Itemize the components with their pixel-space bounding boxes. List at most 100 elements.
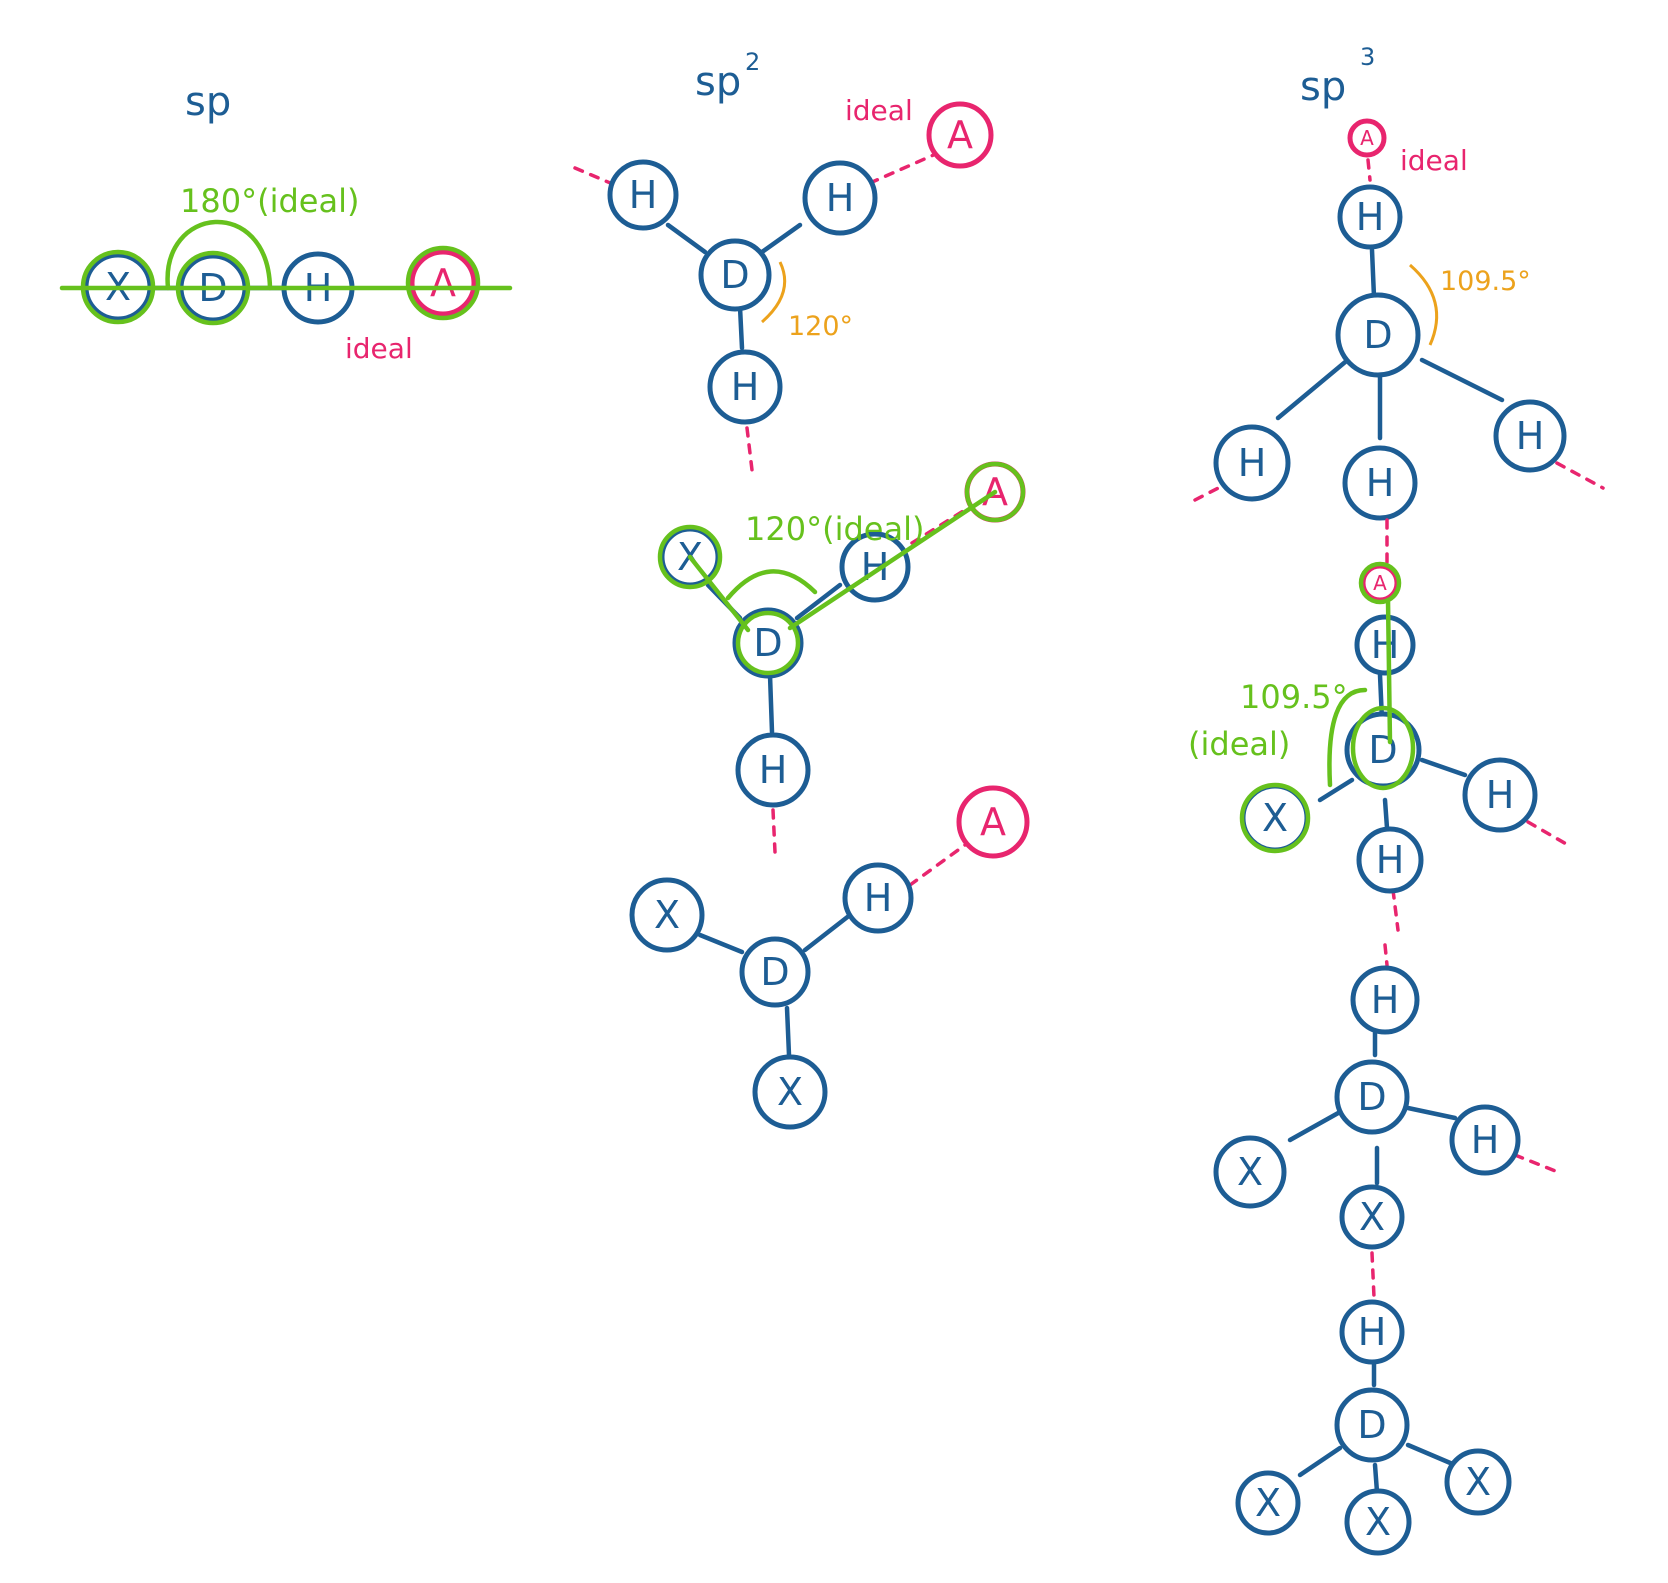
sp3-1-angle-label: 109.5° (1440, 266, 1531, 297)
svg-text:D: D (753, 621, 782, 665)
sp3-2-atom-h-top: H (1354, 614, 1416, 676)
sp2-2-line-d-a (787, 489, 998, 631)
sp2-2-atom-d: D (732, 607, 804, 679)
sp2-1-acceptor-a: A (926, 101, 994, 169)
svg-text:H: H (1376, 838, 1405, 882)
sp3-2-atom-h-bottom: H (1356, 826, 1424, 894)
sp3-1-acceptor-a: A (1347, 118, 1387, 158)
svg-text:D: D (720, 253, 749, 297)
sp3-2-atom-h-right: H (1462, 757, 1538, 833)
svg-text:D: D (1357, 1403, 1386, 1447)
sp3-4-atom-x-left: X (1235, 1470, 1301, 1536)
svg-text:A: A (430, 261, 456, 305)
sp2-molecule-2: X H D H A 120°(ideal) (657, 461, 1026, 854)
svg-text:H: H (1356, 195, 1385, 239)
svg-text:X: X (1262, 796, 1288, 840)
svg-text:H: H (759, 748, 788, 792)
sp-angle-label: 180°(ideal) (180, 182, 359, 220)
sp3-1-atom-d: D (1335, 292, 1421, 378)
sp2-1-atom-h-left: H (607, 159, 679, 231)
sp2-2-highlight-a (964, 461, 1026, 523)
svg-text:H: H (731, 365, 760, 409)
svg-text:X: X (1255, 1481, 1281, 1525)
sp-ideal-label: ideal (345, 332, 413, 365)
sp-highlight-d (175, 250, 251, 326)
sp3-1-atom-h-left: H (1213, 424, 1291, 502)
sp3-4-atom-d: D (1334, 1387, 1410, 1463)
svg-text:H: H (1238, 441, 1267, 485)
svg-text:D: D (760, 950, 789, 994)
sp3-2-highlight-x (1239, 782, 1311, 854)
sp2-1-ideal-label: ideal (845, 94, 913, 127)
sp3-1-atom-h-bottom: H (1342, 445, 1418, 521)
sp-angle-arc (165, 219, 273, 291)
sp3-4-atom-x-bottom: X (1344, 1488, 1412, 1556)
svg-text:X: X (654, 893, 680, 937)
svg-text:X: X (777, 1070, 803, 1114)
svg-text:A: A (1360, 126, 1374, 150)
sp3-molecule-3: H D X H X (1213, 943, 1560, 1299)
svg-text:H: H (1471, 1118, 1500, 1162)
svg-text:H: H (1366, 461, 1395, 505)
sp2-3-acceptor-a: A (956, 785, 1030, 859)
sp-acceptor-a: A (409, 249, 477, 317)
sp3-3-atom-h-right: H (1449, 1104, 1521, 1176)
svg-text:H: H (864, 876, 893, 920)
svg-text:X: X (1237, 1150, 1263, 1194)
sp3-molecule-1: A ideal H D H H H 109.5° (1193, 118, 1605, 521)
svg-text:H: H (1486, 773, 1515, 817)
svg-text:D: D (1368, 728, 1397, 772)
svg-text:X: X (1465, 1460, 1491, 1504)
sp2-2-angle-arc (725, 569, 818, 601)
sp3-3-atom-x-bottom: X (1339, 1184, 1405, 1250)
sp3-2-highlight-d (1350, 705, 1416, 791)
title-sp3: sp (1300, 64, 1346, 110)
svg-text:H: H (826, 176, 855, 220)
sp2-3-atom-x-left: X (629, 877, 705, 953)
sp3-4-atom-h: H (1339, 1299, 1405, 1365)
sp-molecule: X D H A 180°(ideal) ideal (59, 182, 513, 365)
sp2-1-angle-label: 120° (788, 311, 853, 342)
sp2-2-atom-h-bottom: H (735, 732, 811, 808)
sp2-1-atom-h-right: H (802, 160, 878, 236)
sp2-2-angle-label: 120°(ideal) (745, 510, 924, 548)
svg-text:H: H (1358, 1310, 1387, 1354)
svg-text:D: D (1363, 313, 1392, 357)
svg-text:X: X (1359, 1195, 1385, 1239)
sp2-2-highlight-x (657, 524, 723, 590)
svg-text:H: H (1371, 623, 1400, 667)
sp-highlight-a (405, 245, 481, 321)
sp3-molecule-4: H D X X X (1235, 1299, 1512, 1556)
sp2-3-atom-d: D (739, 936, 811, 1008)
sp3-3-atom-x-left: X (1213, 1135, 1287, 1209)
sp-highlight-x (80, 249, 156, 325)
sp2-1-angle-arc (761, 261, 787, 324)
sp2-1-atom-h-bottom: H (707, 349, 783, 425)
title-sp2: sp (695, 59, 741, 105)
title-sp: sp (185, 79, 231, 125)
sp2-2-line-x-d (687, 554, 751, 633)
sp3-3-atom-d: D (1334, 1059, 1410, 1135)
sp3-1-atom-h-top: H (1337, 184, 1403, 250)
svg-text:X: X (1365, 1500, 1391, 1544)
sp3-2-line-d-a (1385, 597, 1393, 745)
sp2-3-atom-x-bottom: X (752, 1054, 828, 1130)
sp3-2-angle-label-ideal: (ideal) (1188, 725, 1290, 763)
title-sp3-superscript: 3 (1360, 43, 1375, 71)
svg-text:A: A (980, 800, 1006, 844)
sp2-2-highlight-d (735, 610, 801, 676)
sp3-2-angle-label-value: 109.5° (1240, 678, 1348, 716)
svg-text:D: D (1357, 1075, 1386, 1119)
sp3-1-angle-arc (1409, 263, 1439, 346)
title-sp2-superscript: 2 (745, 48, 760, 76)
svg-text:H: H (1371, 978, 1400, 1022)
sp3-1-atom-h-right: H (1493, 399, 1567, 473)
sp3-2-highlight-a (1358, 561, 1402, 605)
sp2-3-atom-h: H (842, 862, 914, 934)
sp3-molecule-2: A H D X H H 109.5° (ideal) (1188, 518, 1570, 932)
svg-text:A: A (947, 113, 973, 157)
sp3-4-atom-x-right: X (1444, 1448, 1512, 1516)
sp2-molecule-3: X H D X A (629, 785, 1030, 1130)
sp3-3-atom-h: H (1350, 965, 1420, 1035)
